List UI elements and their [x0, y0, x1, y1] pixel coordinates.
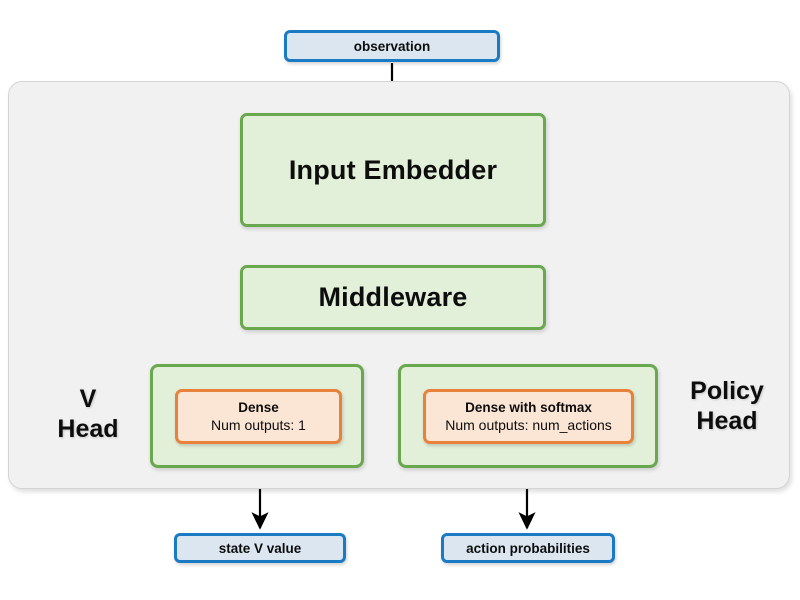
- node-dense-policy-head-title: Dense with softmax: [465, 400, 592, 416]
- node-input-embedder-label: Input Embedder: [288, 154, 498, 185]
- node-middleware[interactable]: Middleware: [240, 265, 546, 330]
- policy-head-label-line2: Head: [696, 406, 758, 435]
- policy-head-label-line1: Policy: [690, 377, 764, 405]
- node-dense-v-head[interactable]: Dense Num outputs: 1: [175, 389, 342, 444]
- policy-head-label: Policy Head: [664, 377, 790, 436]
- v-head-label-line1: V: [79, 385, 97, 413]
- node-action-probabilities-label: action probabilities: [466, 540, 590, 556]
- v-head-label: V Head: [36, 385, 140, 444]
- node-middleware-label: Middleware: [318, 282, 468, 312]
- v-head-label-line2: Head: [57, 414, 119, 443]
- node-observation-label: observation: [353, 38, 431, 54]
- node-dense-v-head-title: Dense: [238, 400, 279, 416]
- node-dense-policy-head[interactable]: Dense with softmax Num outputs: num_acti…: [423, 389, 634, 444]
- node-observation[interactable]: observation: [284, 30, 500, 62]
- node-state-v-value[interactable]: state V value: [174, 533, 346, 563]
- node-state-v-value-label: state V value: [218, 540, 302, 556]
- node-action-probabilities[interactable]: action probabilities: [441, 533, 615, 563]
- node-input-embedder[interactable]: Input Embedder: [240, 113, 546, 227]
- node-dense-v-head-subtitle: Num outputs: 1: [211, 416, 306, 433]
- node-dense-policy-head-subtitle: Num outputs: num_actions: [445, 416, 612, 433]
